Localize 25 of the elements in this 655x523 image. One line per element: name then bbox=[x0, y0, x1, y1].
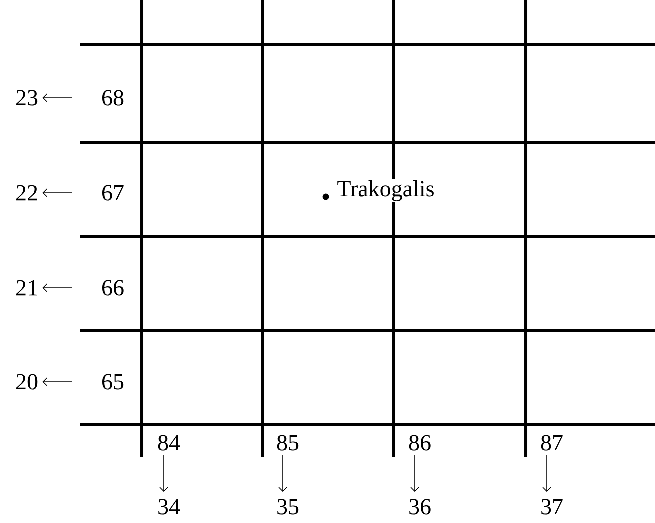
arrow bbox=[42, 378, 73, 386]
arrow bbox=[160, 454, 168, 492]
grid-number: 21 bbox=[16, 280, 38, 296]
grid-number: 35 bbox=[278, 499, 299, 515]
arrow bbox=[410, 454, 420, 492]
grid-number: 68 bbox=[102, 90, 124, 106]
place-label: Trakogalis bbox=[336, 180, 436, 202]
arrow bbox=[278, 454, 288, 492]
arrow bbox=[42, 188, 73, 198]
grid-number: 37 bbox=[542, 499, 563, 515]
grid-number: 84 bbox=[158, 435, 180, 451]
grid-number: 22 bbox=[16, 185, 38, 201]
arrow bbox=[542, 454, 552, 492]
arrow bbox=[42, 284, 73, 292]
grid-number: 85 bbox=[277, 435, 299, 451]
grid-number: 66 bbox=[102, 280, 124, 296]
grid-number: 67 bbox=[102, 185, 124, 201]
grid-number: 87 bbox=[541, 435, 563, 451]
grid-number: 36 bbox=[410, 499, 431, 515]
grid-number: 65 bbox=[102, 374, 124, 390]
grid-number: 20 bbox=[16, 374, 38, 390]
arrow bbox=[42, 94, 73, 102]
grid-number: 34 bbox=[158, 499, 180, 515]
grid-number: 23 bbox=[16, 90, 38, 106]
grid-number: 86 bbox=[409, 435, 431, 451]
